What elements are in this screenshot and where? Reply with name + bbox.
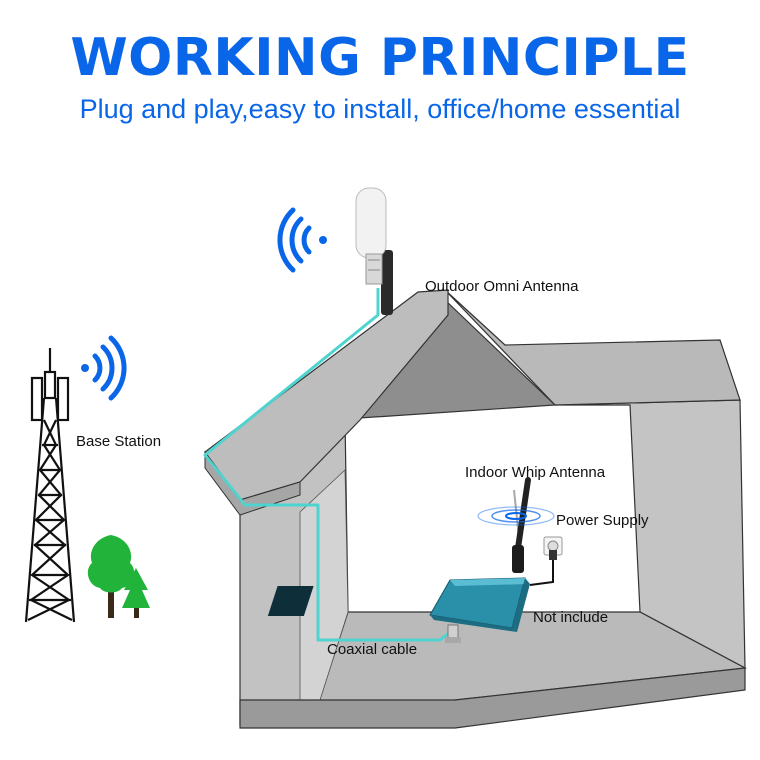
booster-device-icon <box>267 577 530 643</box>
page-subtitle: Plug and play,easy to install, office/ho… <box>79 94 681 124</box>
omni-antenna-icon <box>355 187 393 315</box>
power-outlet-icon <box>529 536 563 586</box>
label-coaxial-cable: Coaxial cable <box>327 641 418 658</box>
wifi-signal-icon <box>277 207 327 273</box>
cell-tower-icon <box>24 348 76 623</box>
house-base <box>239 667 746 729</box>
house-right-roof <box>444 289 741 406</box>
house-interior <box>348 405 630 610</box>
label-power-supply: Power Supply <box>556 512 649 529</box>
house <box>204 289 747 729</box>
label-indoor-antenna: Indoor Whip Antenna <box>465 464 606 481</box>
base-station-signal-icon <box>81 335 127 401</box>
label-base-station: Base Station <box>76 433 162 450</box>
label-outdoor-antenna: Outdoor Omni Antenna <box>425 278 579 295</box>
page-title: WORKING PRINCIPLE <box>70 28 690 88</box>
coaxial-cable <box>203 288 451 642</box>
label-not-include: Not include <box>533 609 609 626</box>
indoor-signal-icon <box>477 506 555 526</box>
house-front-wall-inner <box>299 469 349 701</box>
tree-icon <box>87 535 150 618</box>
